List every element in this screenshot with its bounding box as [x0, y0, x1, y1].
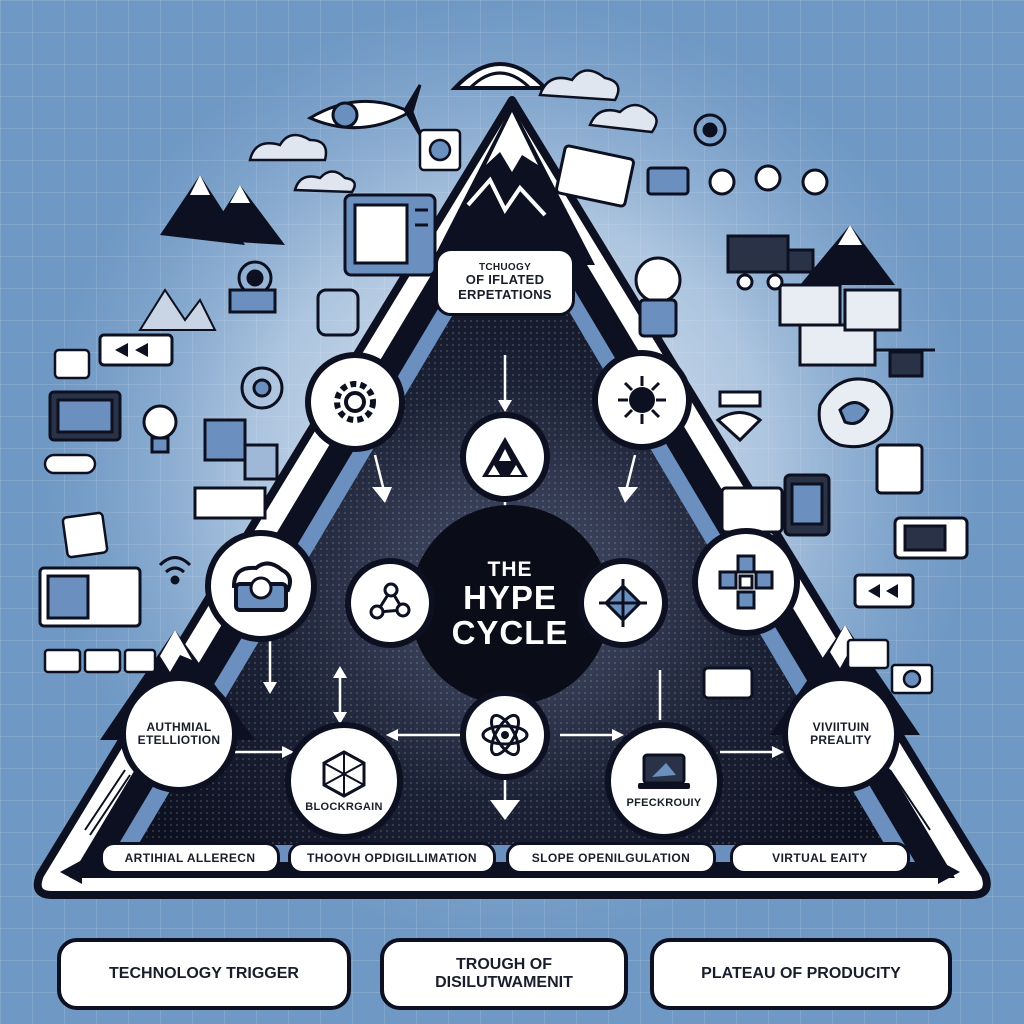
node-virus	[592, 350, 692, 450]
virus-node-icon	[618, 376, 666, 424]
peak-mountain-icon	[430, 105, 595, 265]
phase-2-line2: DISILUTWAMENIT	[435, 974, 573, 991]
chain-link-icon	[316, 288, 360, 337]
left-label-line1: AUTHMIAL	[146, 719, 212, 734]
right-arrow-icon	[938, 860, 960, 884]
blockchain-icon	[322, 750, 366, 798]
rose-icon	[817, 377, 894, 449]
lightbulb-icon	[142, 164, 829, 454]
left-label-line2: ETELLIOTION	[137, 733, 221, 747]
tablet-icon	[702, 473, 831, 700]
cube-stack-icon	[193, 283, 902, 520]
node-cloud-device	[205, 530, 317, 642]
phase-plateau: PLATEAU OF PRODUCITY	[650, 938, 952, 1010]
peak-label-line2: OF IFLATED	[465, 272, 545, 288]
node-gear	[305, 352, 405, 452]
node-circuit	[578, 558, 668, 648]
circuit-icon	[599, 579, 647, 627]
bar-label-4: VIRTUAL EAITY	[730, 842, 910, 874]
peak-label-line3: ERPETATIONS	[458, 286, 552, 302]
device-cluster-icon	[43, 638, 934, 695]
node-left-label: AUTHMIAL ETELLIOTION	[120, 675, 238, 793]
drone-icon	[715, 348, 935, 443]
node-triangle	[460, 412, 550, 502]
monitor-icon	[38, 333, 969, 628]
chat-bubble-icon	[43, 348, 109, 559]
hatch-marks	[84, 769, 931, 841]
node-atom	[460, 690, 550, 780]
cloud-device-icon	[231, 561, 292, 612]
rocket-fish-icon	[306, 84, 424, 139]
node-right-label: VIVIITUIN PREALITY	[782, 675, 900, 793]
bar-label-1: ARTIHIAL ALLERECN	[100, 842, 280, 874]
truck-icon	[726, 234, 815, 291]
bar-label-3: SLOPE OPENILGULATION	[506, 842, 716, 874]
server-box-icon	[343, 193, 437, 277]
laptop-label: PFECKROUIY	[626, 796, 702, 809]
wifi-icon	[158, 556, 192, 585]
blockchain-label: BLOCKRGAIN	[305, 800, 383, 813]
title-line-the: THE	[487, 558, 533, 582]
triangle-logo-icon	[482, 437, 528, 477]
title-line-cycle: CYCLE	[451, 614, 569, 652]
node-network	[692, 528, 800, 636]
phase-2-line1: TROUGH OF	[456, 955, 552, 973]
phase-1-text: TECHNOLOGY TRIGGER	[109, 964, 299, 982]
phase-3-text: PLATEAU OF PRODUCITY	[701, 964, 901, 982]
semi-circle-gauge-icon	[450, 62, 550, 90]
laptop-icon	[638, 753, 690, 789]
molecule-icon	[369, 582, 411, 620]
right-label-line1: VIVIITUIN	[812, 719, 870, 734]
title-line-hype: HYPE	[463, 579, 557, 617]
gear-node-icon	[334, 381, 376, 423]
peak-label-box: TCHUOGY OF IFLATED ERPETATIONS	[435, 248, 575, 316]
node-blockchain: BLOCKRGAIN	[285, 722, 403, 840]
cloud-icon	[248, 69, 658, 194]
node-molecule	[345, 558, 435, 648]
phase-trough: TROUGH OF DISILUTWAMENIT	[380, 938, 628, 1010]
mountain-right-icon	[800, 225, 895, 285]
bar-label-2: THOOVH OPDIGILLIMATION	[288, 842, 496, 874]
mountain-cluster-icon	[138, 175, 285, 331]
atom-icon	[481, 713, 529, 757]
peak-label-line1: TCHUOGY	[478, 261, 532, 273]
node-laptop: PFECKROUIY	[605, 722, 723, 840]
phase-technology-trigger: TECHNOLOGY TRIGGER	[57, 938, 351, 1010]
left-arrow-icon	[60, 860, 82, 884]
network-icon	[718, 554, 774, 610]
storage-box-icon	[555, 144, 690, 208]
chip-icon	[418, 128, 462, 172]
right-label-line2: PREALITY	[810, 733, 872, 747]
center-title-badge: THE HYPE CYCLE	[410, 505, 610, 705]
gear-icon	[237, 113, 727, 410]
